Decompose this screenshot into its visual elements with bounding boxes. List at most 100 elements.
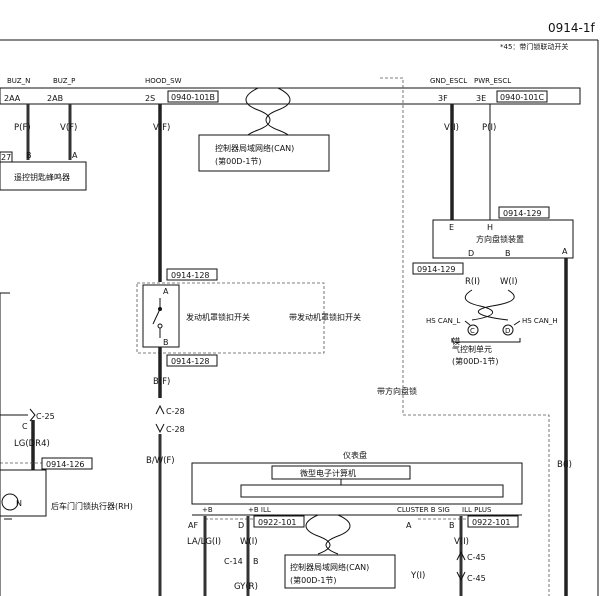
buzzer-pin-a: A [72,151,78,160]
hs-can-h-arrow [513,320,521,326]
cluster-sig-b-sig: CLUSTER B SIG [397,506,450,514]
steering-lock-option-area [380,77,550,596]
wire-label-gnd-escl: V(I) [444,123,459,133]
steering-pin-h: H [487,223,493,232]
wire-label-y: Y(I) [410,571,425,581]
pin-2s: 2S [145,94,155,103]
c45-bottom: C-45 [467,574,486,583]
cluster-pin-b: B [449,521,455,530]
door-ref-box [41,457,93,470]
steering-pin-d: D [468,249,474,258]
can-module-pin-c: C [470,327,475,335]
cluster-ref-right-box [467,515,519,528]
pin-3e: 3E [476,94,486,103]
wire-label-c14: GY(R) [234,582,258,592]
bottom-splice: C-14 [224,557,243,566]
cluster-inner-box [240,484,504,498]
signal-buz-p: BUZ_P [53,77,75,85]
cluster-sig-ill-plus: ILL PLUS [462,506,492,514]
signal-hood-sw: HOOD_SW [145,77,182,85]
cluster-sig-b-ill: +B ILL [248,506,271,514]
buzzer-pin-b: B [26,151,32,160]
bottom-splice-pin: B [253,557,259,566]
wire-label-hood-lower: B(F) [153,377,170,387]
steering-lock-option: 带方向盘锁 [377,386,417,396]
can-box-bottom-line1: 控制器局域网络(CAN) [290,562,369,572]
hood-pin-b: B [163,338,169,347]
steering-pin-b: B [505,249,511,258]
cluster-pin-af: AF [188,521,198,530]
wire-label-buz-p: V(F) [60,123,77,133]
can-module-pin-d: D [505,327,510,335]
buzzer-conn: 27 [1,153,11,162]
hood-switch-blade [152,308,161,325]
wire-label-hood-bottom: B/W(F) [146,456,175,466]
hood-switch-terminal [157,323,163,329]
can-twist-a [464,289,493,321]
signal-pwr-escl: PWR_ESCL [474,77,511,85]
hs-can-h-label: HS CAN_H [522,317,558,325]
signal-gnd-escl: GND_ESCL [430,77,467,85]
c45-top: C-45 [467,553,486,562]
door-splice-chevron [29,408,36,422]
inline-c28-bottom-chevron [155,423,165,434]
wire-label-right-trunk: B(I) [557,460,572,470]
top-connector-box [0,87,581,105]
steering-ref-left: 0914-129 [417,265,456,274]
can-module-bracket [451,338,521,343]
mcu-label: 微型电子计算机 [300,468,356,478]
hood-switch-option-area [136,282,325,354]
hood-ref-bottom-box [166,354,218,367]
can-box-bottom [284,554,396,589]
can-twist-b [477,289,515,321]
can-box-bottom-line2: (第00D-1节) [290,575,337,585]
hood-switch-option: 带发动机罩锁扣开关 [289,312,361,322]
can-module-pin-d-circle [502,324,514,336]
wire-label-d: W(I) [240,537,258,547]
twisted-pair-bottom-a [305,514,331,555]
pin-2ab: 2AB [47,94,63,103]
wire-label-buz-n: P(F) [14,123,31,133]
cluster-ref-right: 0922-101 [472,518,511,527]
cluster-ref-left-box [253,515,305,528]
wire-label-hood: V(F) [153,123,170,133]
ref-0940-101c: 0940-101C [500,93,545,102]
ref-0940-101c-box [496,90,548,103]
wire-label-door: LG(DR4) [14,439,50,449]
steering-ref-left-box [412,262,464,275]
can-module-frag: 馍 [452,336,460,346]
wire-label-b: V(I) [454,537,469,547]
hs-can-l-arrow [464,320,471,326]
steering-ref-top: 0914-129 [503,209,542,218]
wire-label-can-h: W(I) [500,277,518,287]
can-module-line2: (第00D-1节) [452,356,499,366]
hood-switch-label: 发动机罩锁扣开关 [186,312,250,322]
hs-can-l-label: HS CAN_L [426,317,460,325]
hood-ref-top-box [166,268,218,281]
footnote: *45：带门锁联动开关 [500,42,568,51]
cluster-title: 仪表盘 [343,450,367,460]
wire-label-can-l: R(I) [465,277,480,287]
cluster-ref-left: 0922-101 [258,518,297,527]
steering-lock-box [432,219,574,259]
inline-c28-top: C-28 [166,407,185,416]
door-motor-icon [1,493,19,511]
door-pin-c: C [22,422,28,431]
cluster-pin-d: D [238,521,244,530]
page-number: 0914-1f [548,21,596,35]
wire-label-pwr-escl: P(I) [482,123,496,133]
buzzer-label: 遥控钥匙蜂鸣器 [14,172,70,182]
pin-2aa: 2AA [4,94,21,103]
ref-0940-101b-box [167,90,219,103]
inline-c28-top-chevron [155,404,165,415]
inline-c28-bottom: C-28 [166,425,185,434]
buzzer-box [0,161,87,191]
hood-switch-box [142,284,180,348]
signal-buz-n: BUZ_N [7,77,30,85]
ref-0940-101b: 0940-101B [171,93,215,102]
pin-3f: 3F [438,94,448,103]
can-box-top [198,134,330,172]
door-ref: 0914-126 [46,460,85,469]
hood-pin-a: A [163,287,169,296]
wire-label-af: LA/LG(I) [187,537,221,547]
